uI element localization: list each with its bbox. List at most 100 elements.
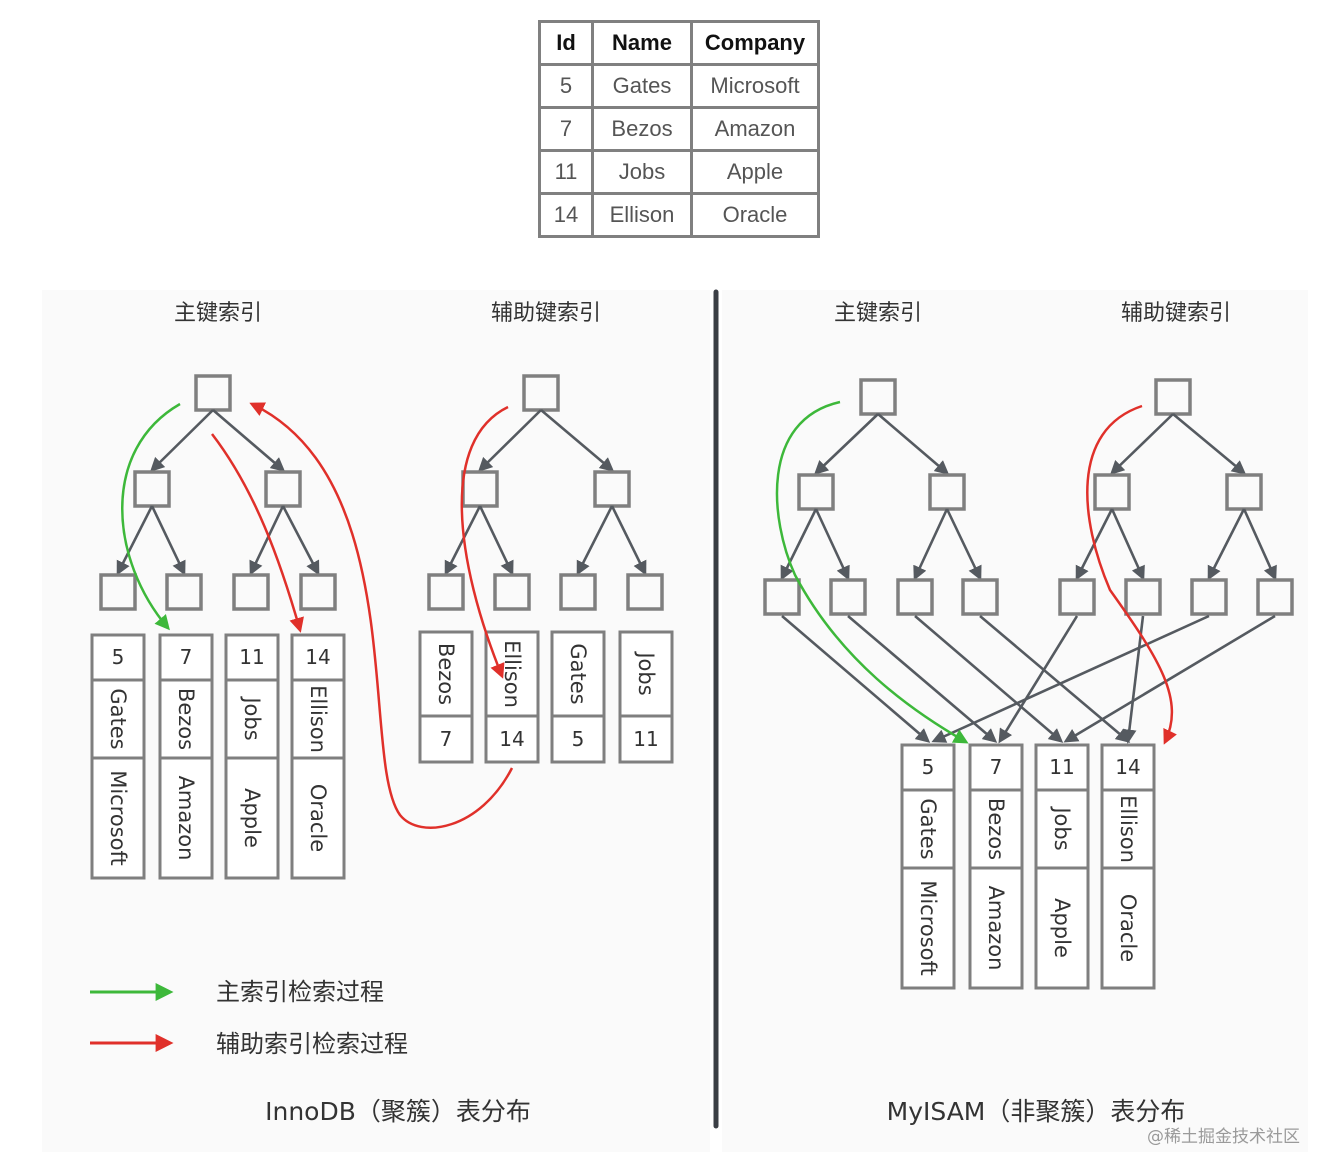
record-id-cell xyxy=(290,633,346,682)
btree-edge xyxy=(610,505,647,576)
record-pointer xyxy=(931,614,1210,743)
record-pointer xyxy=(1063,614,1276,743)
record-name: Ellison xyxy=(306,685,330,753)
innodb-primary-lookup-path xyxy=(211,433,304,633)
cell-id: 7 xyxy=(538,106,594,152)
btree-node xyxy=(461,470,499,508)
cell-name: Ellison xyxy=(591,192,693,238)
search-paths xyxy=(121,400,1177,829)
record-company: Amazon xyxy=(174,776,198,861)
btree-node xyxy=(961,578,999,616)
btree-node xyxy=(896,578,934,616)
btree-node xyxy=(493,573,531,611)
btree-edge xyxy=(281,505,320,576)
secondary-pk-cell xyxy=(550,714,606,764)
myisam-primary-title: 主键索引 xyxy=(834,301,922,326)
cell-name: Gates xyxy=(591,63,693,109)
record-id-cell xyxy=(900,743,956,792)
btree-node xyxy=(1190,578,1228,616)
btree-node xyxy=(559,573,597,611)
btree-node xyxy=(427,573,465,611)
btree-edge xyxy=(1172,413,1247,475)
record-id: 7 xyxy=(990,755,1003,779)
cell-name: Bezos xyxy=(591,106,693,152)
record-name-cell xyxy=(90,678,146,760)
secondary-pk-cell xyxy=(418,714,474,764)
btree-edge xyxy=(814,508,850,581)
header-id: Id xyxy=(538,20,594,66)
record-blocks: 5GatesMicrosoft7BezosAmazon11JobsApple14… xyxy=(90,630,1156,990)
innodb-back-to-primary-path xyxy=(249,402,514,829)
record-company: Microsoft xyxy=(106,770,130,866)
myisam-secondary-title: 辅助键索引 xyxy=(1121,301,1231,326)
record-name: Gates xyxy=(916,798,940,859)
record-name: Gates xyxy=(106,688,130,749)
secondary-key-cell xyxy=(618,630,674,718)
cell-company: Microsoft xyxy=(690,63,820,109)
record-company: Oracle xyxy=(306,784,330,852)
record-name-cell xyxy=(968,788,1024,870)
record-pointer xyxy=(1122,615,1145,744)
myisam-primary-search-path xyxy=(775,400,969,744)
record-name: Jobs xyxy=(240,695,264,740)
btree-edge xyxy=(249,505,285,576)
record-pointer xyxy=(914,615,1064,743)
btree-edge xyxy=(576,505,614,576)
record-name-cell xyxy=(224,678,280,760)
record-company-cell xyxy=(158,756,214,880)
innodb-secondary-search-path xyxy=(460,405,509,679)
innodb-secondary-title: 辅助键索引 xyxy=(491,301,601,326)
btree-edge xyxy=(1242,508,1277,581)
myisam-secondary-search-path xyxy=(1086,404,1177,745)
btree-node xyxy=(859,378,897,416)
record-pointer xyxy=(979,615,1131,743)
record-company: Oracle xyxy=(1116,894,1140,962)
record-company: Amazon xyxy=(984,886,1008,971)
record-company-cell xyxy=(90,756,146,880)
legend-primary-label: 主索引检索过程 xyxy=(216,978,384,1006)
btree-node xyxy=(928,473,966,511)
cell-id: 14 xyxy=(538,192,594,238)
record-company-cell xyxy=(290,756,346,880)
btree-node xyxy=(194,374,232,412)
record-id: 14 xyxy=(1115,755,1140,779)
btree-node xyxy=(1093,473,1131,511)
btree-edge xyxy=(540,409,615,472)
legend-secondary-label: 辅助索引检索过程 xyxy=(216,1030,408,1058)
secondary-pk: 14 xyxy=(499,727,524,751)
table-row: 5 Gates Microsoft xyxy=(538,63,820,109)
record-name: Jobs xyxy=(1050,805,1074,850)
record-id: 5 xyxy=(922,755,935,779)
btree-node xyxy=(763,578,801,616)
record-name-cell xyxy=(1034,788,1090,870)
btree-structures xyxy=(99,374,1294,616)
record-company-cell xyxy=(1100,866,1156,990)
btree-edge xyxy=(212,409,286,472)
record-pointer xyxy=(847,615,998,743)
btree-node xyxy=(593,470,631,508)
record-id-cell xyxy=(968,743,1024,792)
btree-edge xyxy=(780,508,818,581)
record-company-cell xyxy=(900,866,956,990)
btree-node xyxy=(1154,378,1192,416)
btree-node xyxy=(829,578,867,616)
legend: 主索引检索过程 辅助索引检索过程 xyxy=(90,978,408,1058)
record-company: Microsoft xyxy=(916,880,940,976)
table-row: 11 Jobs Apple xyxy=(538,149,820,195)
btree-node xyxy=(133,470,171,508)
cell-company: Apple xyxy=(690,149,820,195)
innodb-caption: InnoDB（聚簇）表分布 xyxy=(265,1097,531,1126)
record-company-cell xyxy=(1034,866,1090,990)
record-id: 14 xyxy=(305,645,330,669)
secondary-pk-cell xyxy=(618,714,674,764)
secondary-key: Gates xyxy=(566,643,590,704)
btree-node xyxy=(626,573,664,611)
btree-node xyxy=(1225,473,1263,511)
btree-node xyxy=(1124,578,1162,616)
myisam-caption: MyISAM（非聚簇）表分布 xyxy=(887,1097,1186,1126)
record-pointer xyxy=(781,615,931,743)
secondary-pk: 11 xyxy=(633,727,658,751)
secondary-key: Bezos xyxy=(434,643,458,705)
record-id: 7 xyxy=(180,645,193,669)
